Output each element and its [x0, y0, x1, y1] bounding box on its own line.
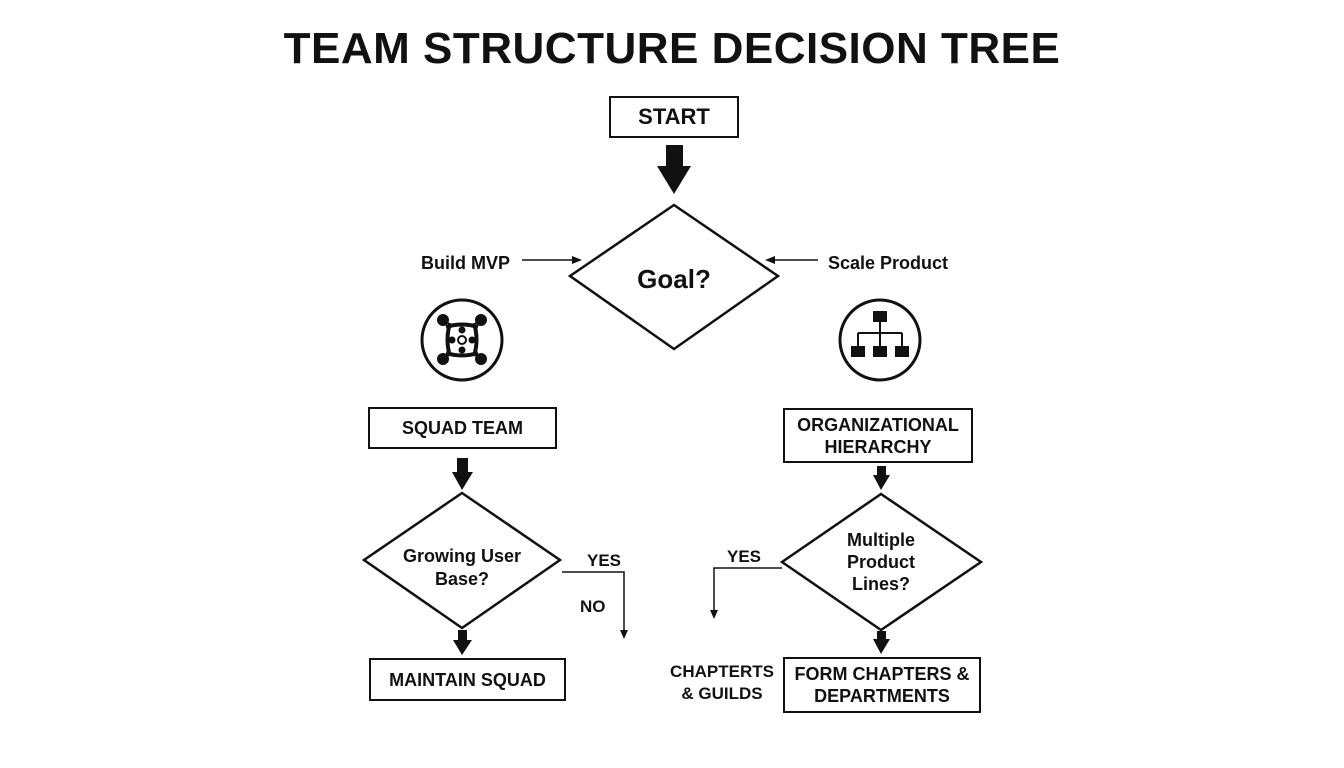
multiple-yes-label: YES — [727, 547, 762, 566]
goal-label: Goal? — [637, 264, 711, 294]
multiple-product-lines-diamond — [779, 492, 984, 632]
multiple-line3: Lines? — [851, 574, 910, 594]
org-hierarchy-line2: HIERARCHY — [824, 436, 932, 457]
squad-to-growing-arrow — [452, 458, 473, 490]
form-chapters-line1: FORM CHAPTERS & — [794, 664, 970, 684]
maintain-squad-node: MAINTAIN SQUAD — [369, 658, 566, 701]
org-hierarchy-line1: ORGANIZATIONAL — [797, 414, 959, 435]
multiple-product-lines-label: Multiple Product Lines? — [821, 529, 941, 595]
scale-product-label: Scale Product — [828, 253, 949, 273]
multiple-yes-branch — [710, 567, 782, 619]
growing-line1: Growing User — [402, 546, 522, 566]
squad-team-node: SQUAD TEAM — [368, 407, 557, 449]
growing-to-maintain-arrow — [453, 630, 472, 655]
growing-line2: Base? — [434, 569, 490, 589]
growing-user-base-diamond — [361, 491, 563, 630]
team-collaboration-icon — [420, 298, 504, 382]
org-to-multiple-arrow — [873, 466, 890, 490]
org-chart-icon — [838, 298, 922, 382]
goal-diamond — [567, 203, 781, 351]
chapters-guilds-label: CHAPTERTS & GUILDS — [664, 661, 780, 705]
growing-yes-label: YES — [587, 551, 622, 570]
build-mvp-label: Build MVP — [421, 253, 510, 273]
chapters-guilds-line2: & GUILDS — [681, 684, 763, 703]
multiple-to-form-arrow — [873, 631, 890, 654]
squad-team-label: SQUAD TEAM — [402, 418, 523, 438]
start-label: START — [638, 104, 710, 129]
build-mvp-arrow — [522, 256, 582, 264]
multiple-line1: Multiple — [847, 530, 915, 550]
scale-product-arrow — [765, 256, 818, 264]
growing-no-label: NO — [580, 597, 606, 616]
start-to-goal-arrow — [657, 145, 691, 194]
page-title: TEAM STRUCTURE DECISION TREE — [283, 24, 1061, 73]
form-chapters-node: FORM CHAPTERS & DEPARTMENTS — [783, 657, 981, 713]
growing-user-base-label: Growing User Base? — [392, 545, 532, 591]
start-node: START — [609, 96, 739, 138]
multiple-line2: Product — [846, 552, 915, 572]
org-hierarchy-node: ORGANIZATIONAL HIERARCHY — [783, 408, 973, 463]
chapters-guilds-line1: CHAPTERTS — [670, 662, 774, 681]
form-chapters-line2: DEPARTMENTS — [814, 686, 950, 706]
growing-yes-no-branch — [562, 571, 628, 639]
maintain-squad-label: MAINTAIN SQUAD — [389, 669, 546, 690]
